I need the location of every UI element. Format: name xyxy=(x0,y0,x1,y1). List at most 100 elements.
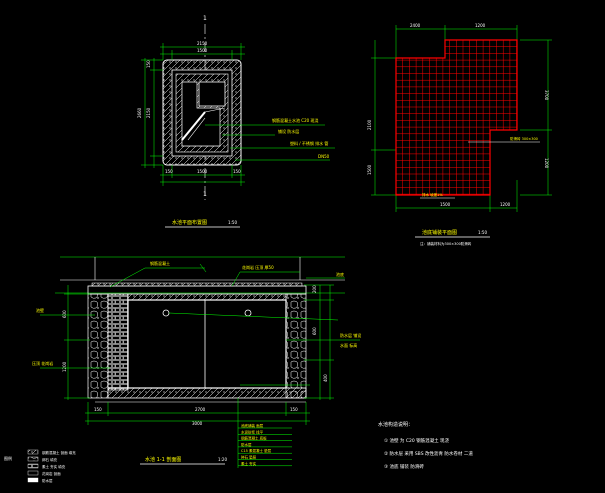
section-layer-label: 钢筋混凝土 底板 xyxy=(241,436,267,441)
legend-item-label: 卵石 填充 xyxy=(42,457,58,462)
section-pipe-right xyxy=(244,309,252,317)
construction-notes: 水池构造说明： ① 池壁 为 C20 钢筋混凝土 现浇 ② 防水层 采用 SBS… xyxy=(378,421,473,470)
plan-dim-left-total: 2660 xyxy=(137,107,142,118)
section-scale: 1:20 xyxy=(218,457,227,462)
floor-outline xyxy=(395,39,518,196)
plan-platform xyxy=(198,81,226,107)
plan-callout-4: DN50 xyxy=(318,154,330,159)
plan-dimensions-left xyxy=(141,58,163,168)
legend-swatch xyxy=(27,470,39,476)
pool-floor-grid-plan: 2400 1200 3700 1200 2100 1500 1500 1200 xyxy=(367,23,552,246)
grid-title: 池底铺装平面图 xyxy=(422,229,457,236)
grid-dim-left-2: 1500 xyxy=(367,164,372,175)
section-top-label-1: 钢筋混凝土 xyxy=(150,260,170,266)
legend-swatch xyxy=(27,456,39,462)
legend-swatch xyxy=(27,463,39,469)
section-dim-bottom-1: 150 xyxy=(94,407,102,412)
plan-section-mark-bottom: 1 xyxy=(203,191,207,198)
section-bottom-slab xyxy=(107,387,307,399)
legend-item-label: 素土 夯实 填充 xyxy=(42,464,66,469)
notes-title: 水池构造说明： xyxy=(378,421,413,428)
section-dim-right-2: 600 xyxy=(312,327,317,335)
grid-dims-top xyxy=(395,25,518,58)
section-right-label-1: 池底 xyxy=(336,271,344,277)
grid-dim-bottom-2: 1200 xyxy=(500,202,511,207)
section-layer-label: 素土 夯实 xyxy=(241,461,257,466)
legend-item-label: 钢筋混凝土 剖面 填充 xyxy=(42,450,76,455)
floor-tile-grid xyxy=(395,39,517,195)
plan-section-mark-top: 1 xyxy=(203,15,207,22)
grid-callout-2: 排水 坡度1% xyxy=(422,192,443,197)
legend-swatch xyxy=(27,449,39,455)
legend-item-label: 花岗岩 剖面 xyxy=(42,471,61,476)
section-title: 水池 1-1 剖面图 xyxy=(145,456,181,463)
legend-swatch xyxy=(27,477,39,483)
section-dim-bottom-total: 3000 xyxy=(192,421,203,426)
plan-title: 水池平面布置图 xyxy=(172,219,207,226)
section-layer-label: 池底铺装 面层 xyxy=(241,423,264,428)
section-dim-right-1: 200 xyxy=(312,285,317,293)
notes-item-1: ① 池壁 为 C20 钢筋混凝土 现浇 xyxy=(384,437,450,444)
grid-dim-top-2: 1200 xyxy=(475,23,486,28)
section-right-label-3: 水面 标高 xyxy=(340,342,357,348)
plan-dimensions-bottom xyxy=(160,165,245,186)
section-right-label-2: 防水层 铺设 xyxy=(340,332,361,338)
plan-dim-top-inner: 1500 xyxy=(197,48,208,53)
section-dim-bottom-2: 2700 xyxy=(195,407,206,412)
section-layer-label: 碎石 垫层 xyxy=(241,455,257,460)
section-left-label-1: 池壁 xyxy=(36,307,44,313)
plan-dim-top-total: 2150 xyxy=(197,41,208,46)
section-layer-label: 水泥砂浆 找平 xyxy=(241,429,264,434)
section-left-rubble xyxy=(87,293,109,399)
section-left-brick-wall xyxy=(107,293,129,391)
section-dim-right-3: 400 xyxy=(323,374,328,382)
grid-dims-right xyxy=(520,39,552,196)
notes-item-2: ② 防水层 采用 SBS 改性沥青 防水卷材 二道 xyxy=(384,450,473,457)
grid-dim-bottom-1: 1500 xyxy=(440,202,451,207)
section-dims-left xyxy=(64,285,90,400)
grid-dim-top-1: 2400 xyxy=(410,23,421,28)
section-dims-right xyxy=(304,284,334,400)
grid-dims-bottom xyxy=(395,180,518,212)
section-dims-bottom xyxy=(85,402,310,425)
section-layer-label: 防水层 xyxy=(241,442,252,447)
plan-dim-left-inner: 2150 xyxy=(146,107,151,118)
plan-step-line xyxy=(181,111,206,141)
section-top-label-2: 花岗岩 压顶 厚50 xyxy=(242,264,274,270)
notes-item-3: ③ 池底 铺装 防滑砖 xyxy=(384,463,424,470)
legend-label: 图例 xyxy=(4,455,12,461)
section-layer-lines xyxy=(238,427,292,467)
section-dim-left-1: 600 xyxy=(62,310,67,318)
section-top-leaders xyxy=(109,263,300,288)
grid-scale: 1:50 xyxy=(478,230,487,235)
plan-callout-lines xyxy=(205,124,335,161)
section-dim-left-2: 1200 xyxy=(62,361,67,372)
plan-dim-left-wall: 150 xyxy=(146,60,151,68)
grid-dim-left-1: 2100 xyxy=(367,119,372,130)
plan-scale: 1:50 xyxy=(228,220,237,225)
section-pool-basin xyxy=(127,299,287,389)
plan-dim-bottom-right: 150 xyxy=(233,169,241,174)
grid-dim-right-2: 1200 xyxy=(544,158,549,169)
plan-dimensions-top xyxy=(160,43,245,60)
section-left-label-2: 压顶 花岗岩 xyxy=(32,360,53,366)
plan-callout-1: 钢筋混凝土水池 C20 现浇 xyxy=(272,117,318,123)
plan-callout-2: 铺设 防水层 xyxy=(278,128,299,134)
section-right-rubble xyxy=(285,293,307,399)
grid-dims-left xyxy=(371,40,396,196)
section-layer-label: C15 素混凝土 垫层 xyxy=(241,448,272,453)
pool-plan-view: 1 1 2150 1500 xyxy=(137,15,335,228)
section-dim-bottom-3: 150 xyxy=(290,407,298,412)
plan-dim-bottom-mid: 1500 xyxy=(197,169,208,174)
plan-callout-3: 塑料 / 不锈钢 排水 管 xyxy=(290,140,328,146)
grid-callout: 防滑砖 300×300 xyxy=(510,136,538,141)
grid-dim-right-1: 3700 xyxy=(544,90,549,101)
plan-dim-bottom-left: 150 xyxy=(165,169,173,174)
pool-section-view: 钢筋混凝土 花岗岩 压顶 厚50 600 1200 池壁 压顶 花岗岩 200 … xyxy=(32,256,361,468)
grid-note: 注：铺装材料为300×300防滑砖 xyxy=(420,241,472,246)
legend-item-label: 防水层 xyxy=(42,478,53,483)
